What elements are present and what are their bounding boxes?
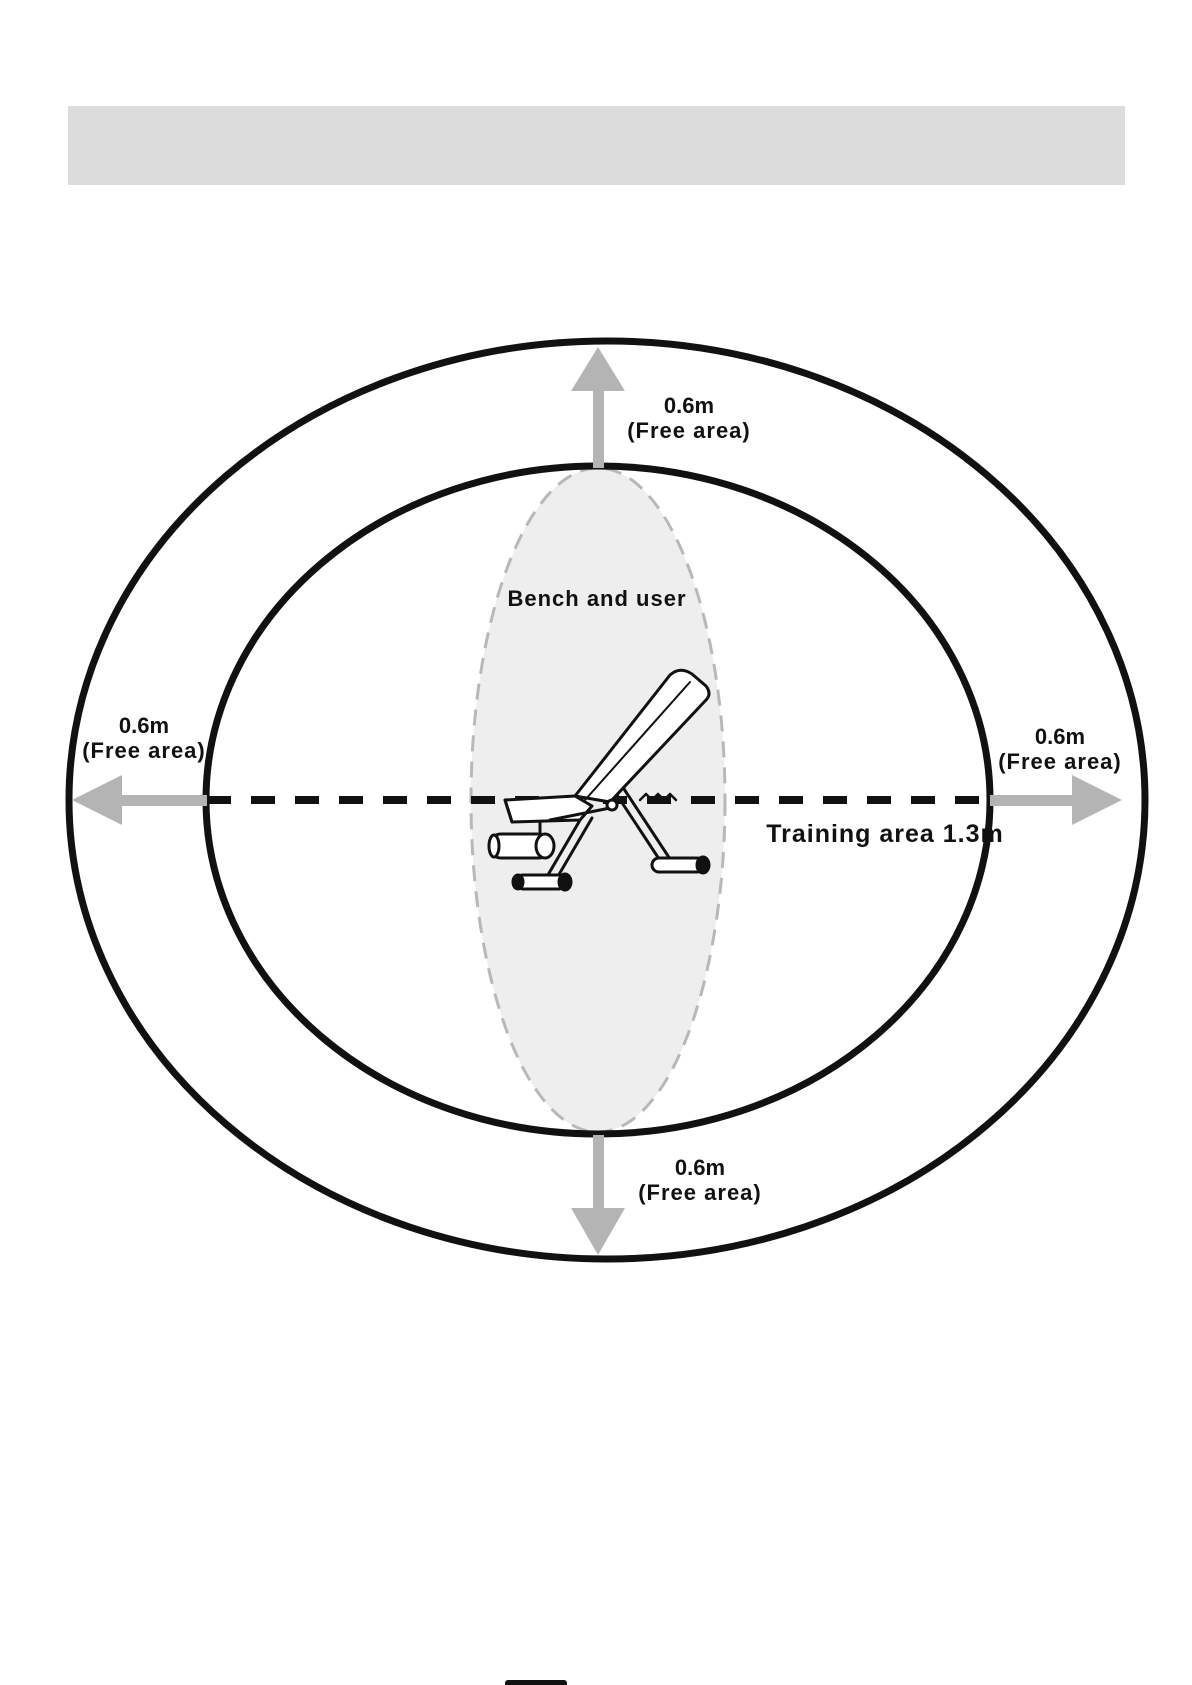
top-free-area-label: (Free area) (627, 418, 751, 443)
right-distance-label: 0.6m (1035, 724, 1085, 749)
right-arrow (990, 775, 1122, 825)
page-footer-mark (505, 1680, 567, 1685)
bottom-arrow (571, 1135, 625, 1255)
top-distance-label: 0.6m (664, 393, 714, 418)
bottom-free-area-label: (Free area) (638, 1180, 762, 1205)
left-distance-label: 0.6m (119, 713, 169, 738)
right-free-area-label: (Free area) (998, 749, 1122, 774)
top-arrow (571, 347, 625, 468)
bottom-distance-label: 0.6m (675, 1155, 725, 1180)
left-arrow (72, 775, 207, 825)
left-free-area-label: (Free area) (82, 738, 206, 763)
training-area-label: Training area 1.3m (766, 820, 1004, 848)
bench-zone-label: Bench and user (507, 586, 686, 611)
